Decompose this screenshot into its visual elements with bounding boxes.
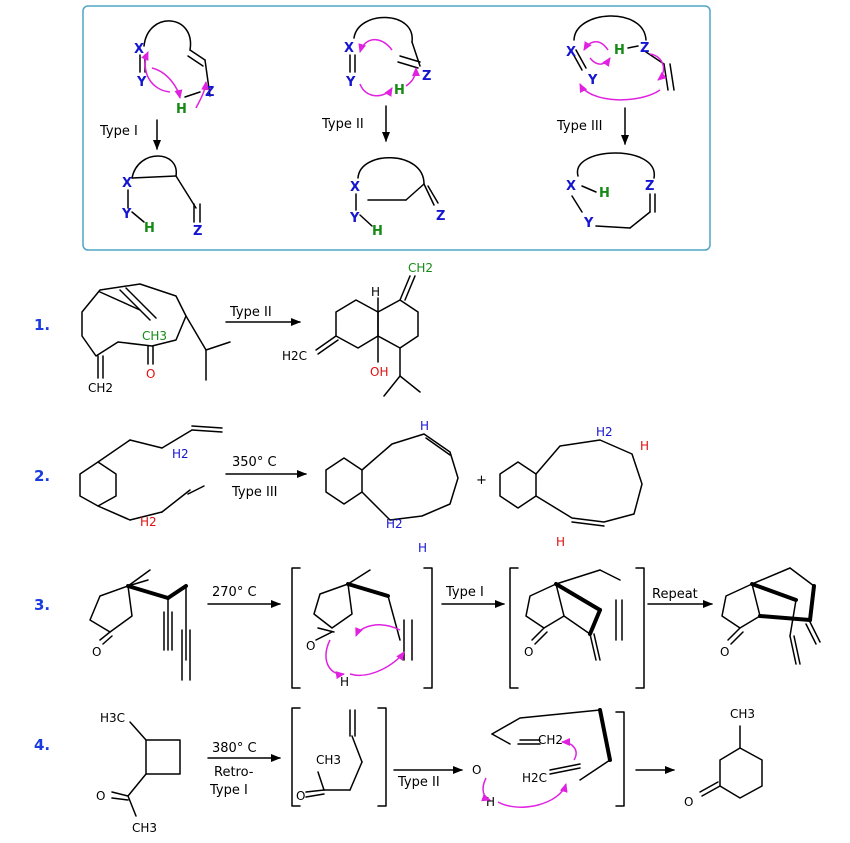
example-2-a-h2: H2	[386, 517, 403, 531]
example-1-number: 1.	[34, 316, 50, 334]
type-i-product-y: Y	[121, 207, 132, 222]
example-3-int-h: H	[340, 675, 349, 689]
example-1-ch2: CH2	[88, 381, 113, 395]
type-ii-h: H	[394, 83, 405, 98]
type-ii-product-x: X	[350, 180, 360, 195]
type-iii-label: Type III	[556, 119, 603, 134]
example-1: 1. CH3 CH2 O Type II H CH2 H2C OH	[34, 261, 433, 397]
example-4-ch3: CH3	[132, 821, 157, 835]
type-iii-product-z: Z	[645, 179, 654, 194]
example-4-arrow1-bottom: Type I	[209, 783, 248, 798]
example-2-b-h2: H2	[596, 425, 613, 439]
type-i-x: X	[134, 42, 144, 57]
type-ii-z: Z	[422, 69, 431, 84]
type-ii-scheme: X Y Z H Type II X Y H Z	[321, 16, 445, 239]
example-4-ts-o: O	[472, 763, 481, 777]
example-1-ch3: CH3	[142, 329, 167, 343]
example-4-product-ch3: CH3	[730, 707, 755, 721]
example-2-arrow-top: 350° C	[232, 455, 277, 470]
example-2-h2-bottom: H2	[140, 515, 157, 529]
example-4-ts-h2c: H2C	[522, 771, 547, 785]
type-i-product-x: X	[122, 176, 132, 191]
type-i-label: Type I	[99, 124, 138, 139]
type-i-y: Y	[136, 75, 147, 90]
example-4-arrow1-top: 380° C	[212, 741, 257, 756]
type-iii-x: X	[566, 45, 576, 60]
type-iii-scheme: X Y Z H Type III X H Z Y	[556, 15, 675, 231]
type-ii-product-z: Z	[436, 209, 445, 224]
type-ii-y: Y	[345, 75, 356, 90]
example-4-ts-h: H	[486, 795, 495, 809]
example-3-number: 3.	[34, 596, 50, 614]
type-iii-product-y: Y	[583, 216, 594, 231]
example-2-plus: +	[476, 473, 487, 488]
example-3-product-o: O	[720, 645, 729, 659]
example-4-number: 4.	[34, 736, 50, 754]
example-3-int-o: O	[306, 639, 315, 653]
example-2-number: 2.	[34, 467, 50, 485]
example-3-int2-o: O	[524, 645, 533, 659]
type-iii-product-x: X	[566, 179, 576, 194]
example-4-int-ch3: CH3	[316, 753, 341, 767]
type-ii-label: Type II	[321, 117, 364, 132]
example-4-product-o: O	[684, 795, 693, 809]
example-4-arrow2-label: Type II	[397, 775, 440, 790]
example-1-product-h: H	[371, 285, 380, 299]
type-i-product-h: H	[144, 221, 155, 236]
example-2: 2. H2 H2 350° C Type III H H2 H + H2 H H	[34, 419, 649, 555]
type-i-product-z: Z	[193, 224, 202, 239]
example-4-int-o: O	[296, 789, 305, 803]
type-iii-z: Z	[640, 41, 649, 56]
example-3-arrow1-label: 270° C	[212, 585, 257, 600]
type-ii-product-y: Y	[349, 211, 360, 226]
type-i-scheme: X Y Z H Type I X Y H Z	[99, 20, 214, 239]
type-ii-product-h: H	[372, 224, 383, 239]
example-4-h3c: H3C	[100, 711, 125, 725]
example-4-o: O	[96, 789, 105, 803]
type-i-h: H	[176, 102, 187, 117]
example-2-h2-top: H2	[172, 447, 189, 461]
example-2-b-h-bottom: H	[556, 535, 565, 549]
example-1-arrow-label: Type II	[229, 305, 272, 320]
example-2-a-h-top: H	[420, 419, 429, 433]
example-1-o: O	[146, 367, 155, 381]
mechanism-summary-box	[82, 5, 711, 251]
example-3-o: O	[92, 645, 101, 659]
example-4-arrow1-mid: Retro-	[214, 765, 254, 780]
example-3: 3. O 270° C O H Type I	[34, 567, 821, 689]
type-iii-product-h: H	[599, 186, 610, 201]
example-2-b-h-right: H	[640, 439, 649, 453]
example-4-ts-ch2: CH2	[538, 733, 563, 747]
example-4: 4. H3C O CH3 380° C Retro- Type I CH3 O …	[34, 707, 763, 835]
type-iii-h: H	[614, 43, 625, 58]
example-3-arrow2-label: Type I	[445, 585, 484, 600]
example-3-arrow3-label: Repeat	[652, 587, 698, 602]
example-1-product-ch2: CH2	[408, 261, 433, 275]
example-1-product-oh: OH	[370, 365, 388, 379]
type-i-z: Z	[205, 85, 214, 100]
type-ii-x: X	[344, 41, 354, 56]
example-1-product-h2c: H2C	[282, 349, 307, 363]
example-2-a-h-bottom: H	[418, 541, 427, 555]
example-2-arrow-bottom: Type III	[231, 485, 278, 500]
type-iii-y: Y	[587, 73, 598, 88]
